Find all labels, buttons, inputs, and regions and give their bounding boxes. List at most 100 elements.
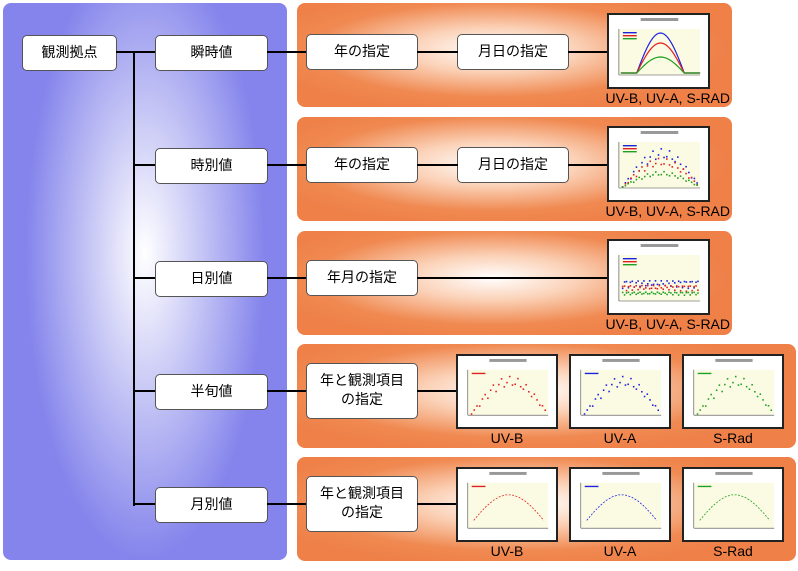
data-point: [605, 384, 608, 386]
data-point: [583, 413, 586, 415]
data-point: [685, 180, 687, 182]
data-point: [657, 154, 660, 156]
data-point: [638, 170, 641, 172]
data-point: [660, 173, 663, 176]
data-point: [646, 163, 649, 165]
data-point: [672, 280, 674, 282]
thumbnail-caption: UV-B: [490, 543, 524, 559]
data-point: [643, 170, 646, 172]
data-point: [666, 286, 668, 289]
level-box-2[interactable]: 時別値: [155, 148, 268, 184]
data-point: [685, 281, 688, 283]
data-point: [682, 168, 685, 170]
data-point: [656, 287, 659, 290]
chart-thumbnail[interactable]: [569, 354, 671, 429]
data-point: [665, 158, 668, 160]
data-point: [641, 293, 643, 295]
data-point: [646, 282, 649, 285]
data-point: [699, 409, 702, 411]
data-point: [643, 292, 645, 295]
data-point: [660, 148, 663, 150]
data-point: [498, 383, 500, 386]
data-point: [724, 383, 726, 386]
data-point: [638, 383, 640, 386]
level-box-1[interactable]: 瞬時値: [155, 35, 268, 71]
data-point: [689, 281, 692, 283]
legend-mark: [584, 485, 599, 488]
chart-thumbnail[interactable]: [456, 467, 558, 542]
data-point: [688, 171, 690, 174]
data-point: [648, 287, 651, 290]
data-point: [710, 393, 712, 396]
data-point: [635, 281, 637, 284]
data-point: [682, 177, 685, 180]
data-point: [484, 393, 486, 396]
chart-title-mark: [602, 471, 640, 475]
chart-thumbnail[interactable]: [607, 13, 710, 89]
plot-area: [467, 369, 549, 416]
step-box[interactable]: 年と観測項目 の指定: [306, 363, 418, 419]
chart-thumbnail[interactable]: [456, 354, 558, 429]
data-point: [654, 162, 657, 165]
data-point: [672, 286, 674, 288]
data-point: [630, 377, 632, 380]
data-point: [646, 165, 649, 167]
data-point: [677, 280, 680, 283]
data-point: [656, 291, 659, 294]
level-box-4[interactable]: 半旬値: [155, 374, 268, 410]
step-box[interactable]: 月日の指定: [457, 147, 569, 183]
data-point: [635, 293, 637, 296]
thumbnail-caption: UV-B: [490, 430, 524, 446]
chart-thumbnail[interactable]: [569, 467, 671, 542]
data-point: [652, 150, 654, 152]
step-box[interactable]: 年月の指定: [306, 260, 418, 296]
data-point: [693, 177, 696, 180]
data-point: [685, 165, 687, 168]
level-box-3[interactable]: 日別値: [155, 261, 268, 297]
chart-thumbnail[interactable]: [682, 467, 784, 542]
plot-area: [618, 29, 701, 75]
data-point: [660, 163, 663, 166]
data-point: [654, 158, 657, 161]
data-point: [668, 288, 670, 291]
data-point: [646, 173, 649, 175]
connector: [267, 164, 307, 166]
chart-title-mark: [640, 18, 679, 21]
chart-thumbnail[interactable]: [607, 239, 710, 315]
data-point: [633, 286, 636, 288]
data-point: [679, 291, 682, 294]
chart-thumbnail[interactable]: [607, 126, 710, 202]
step-box[interactable]: 年と観測項目 の指定: [306, 476, 418, 532]
data-point: [677, 285, 680, 288]
data-point: [721, 390, 723, 393]
data-point: [646, 284, 649, 287]
data-point: [637, 292, 639, 295]
level-box-5[interactable]: 月別値: [155, 487, 268, 523]
data-point: [508, 375, 511, 378]
root-station-box[interactable]: 観測拠点: [22, 35, 117, 71]
legend-mark: [697, 372, 712, 375]
data-point: [737, 384, 740, 386]
data-point: [671, 166, 674, 168]
data-point: [624, 184, 627, 187]
branch-line: [134, 503, 156, 505]
data-point: [668, 291, 670, 294]
data-point: [666, 293, 668, 296]
data-point: [677, 294, 680, 296]
step-box[interactable]: 月日の指定: [457, 34, 569, 70]
data-point: [666, 280, 668, 282]
data-point: [654, 287, 657, 290]
data-point: [627, 383, 629, 386]
data-point: [675, 286, 678, 288]
data-point: [517, 377, 519, 380]
data-point: [713, 397, 715, 400]
data-point: [654, 404, 657, 407]
data-point: [658, 292, 661, 295]
step-box[interactable]: 年の指定: [306, 147, 418, 183]
chart-thumbnail[interactable]: [682, 354, 784, 429]
step-box[interactable]: 年の指定: [306, 34, 418, 70]
data-point: [541, 404, 544, 407]
data-point: [663, 170, 665, 173]
data-point: [627, 286, 630, 289]
data-point: [668, 164, 671, 166]
